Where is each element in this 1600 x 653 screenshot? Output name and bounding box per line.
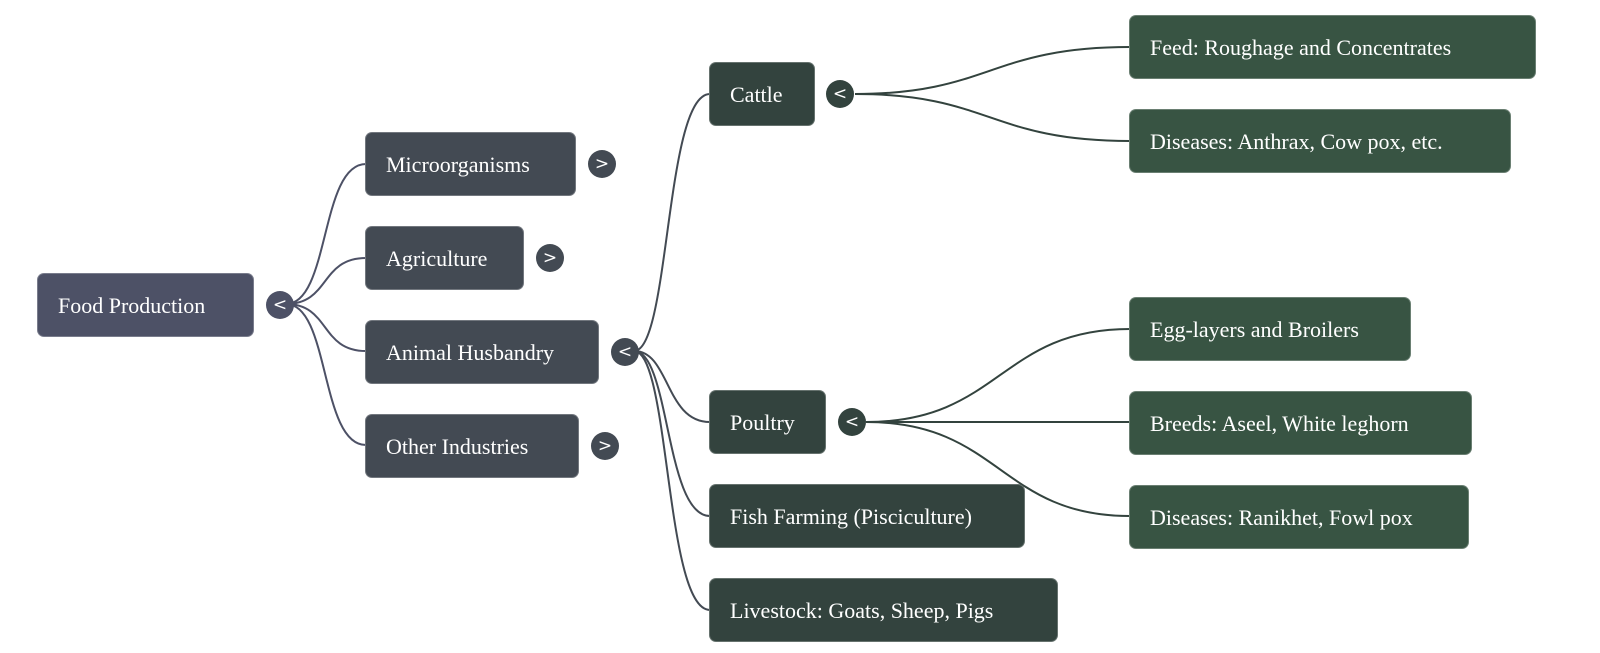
edge-root-microorganisms xyxy=(285,163,367,305)
node-egg-layers-broilers[interactable]: Egg-layers and Broilers xyxy=(1129,297,1411,361)
edge-root-animal-husbandry xyxy=(285,303,367,352)
expand-toggle-microorganisms[interactable]: > xyxy=(588,150,616,178)
collapse-toggle-cattle[interactable]: < xyxy=(826,80,854,108)
collapse-toggle-food-production[interactable]: < xyxy=(266,291,294,319)
node-microorganisms[interactable]: Microorganisms xyxy=(365,132,576,196)
collapse-toggle-animal-husbandry[interactable]: < xyxy=(611,338,639,366)
edge-cattle-diseases xyxy=(854,93,1131,142)
edge-ah-fish xyxy=(633,350,711,517)
edge-ah-poultry xyxy=(633,350,711,423)
node-poultry[interactable]: Poultry xyxy=(709,390,826,454)
expand-toggle-agriculture[interactable]: > xyxy=(536,244,564,272)
node-food-production[interactable]: Food Production xyxy=(37,273,254,337)
edge-root-other-industries xyxy=(285,303,367,446)
edge-poultry-egg xyxy=(865,328,1131,423)
expand-toggle-other-industries[interactable]: > xyxy=(591,432,619,460)
node-cattle[interactable]: Cattle xyxy=(709,62,815,126)
edge-ah-cattle xyxy=(633,93,711,352)
node-fish-farming[interactable]: Fish Farming (Pisciculture) xyxy=(709,484,1025,548)
node-poultry-breeds[interactable]: Breeds: Aseel, White leghorn xyxy=(1129,391,1472,455)
collapse-toggle-poultry[interactable]: < xyxy=(838,408,866,436)
node-poultry-diseases[interactable]: Diseases: Ranikhet, Fowl pox xyxy=(1129,485,1469,549)
node-animal-husbandry[interactable]: Animal Husbandry xyxy=(365,320,599,384)
edge-root-agriculture xyxy=(285,257,367,305)
node-other-industries[interactable]: Other Industries xyxy=(365,414,579,478)
node-cattle-feed[interactable]: Feed: Roughage and Concentrates xyxy=(1129,15,1536,79)
node-agriculture[interactable]: Agriculture xyxy=(365,226,524,290)
node-livestock[interactable]: Livestock: Goats, Sheep, Pigs xyxy=(709,578,1058,642)
node-cattle-diseases[interactable]: Diseases: Anthrax, Cow pox, etc. xyxy=(1129,109,1511,173)
edge-cattle-feed xyxy=(854,46,1131,95)
edge-ah-livestock xyxy=(633,350,711,611)
